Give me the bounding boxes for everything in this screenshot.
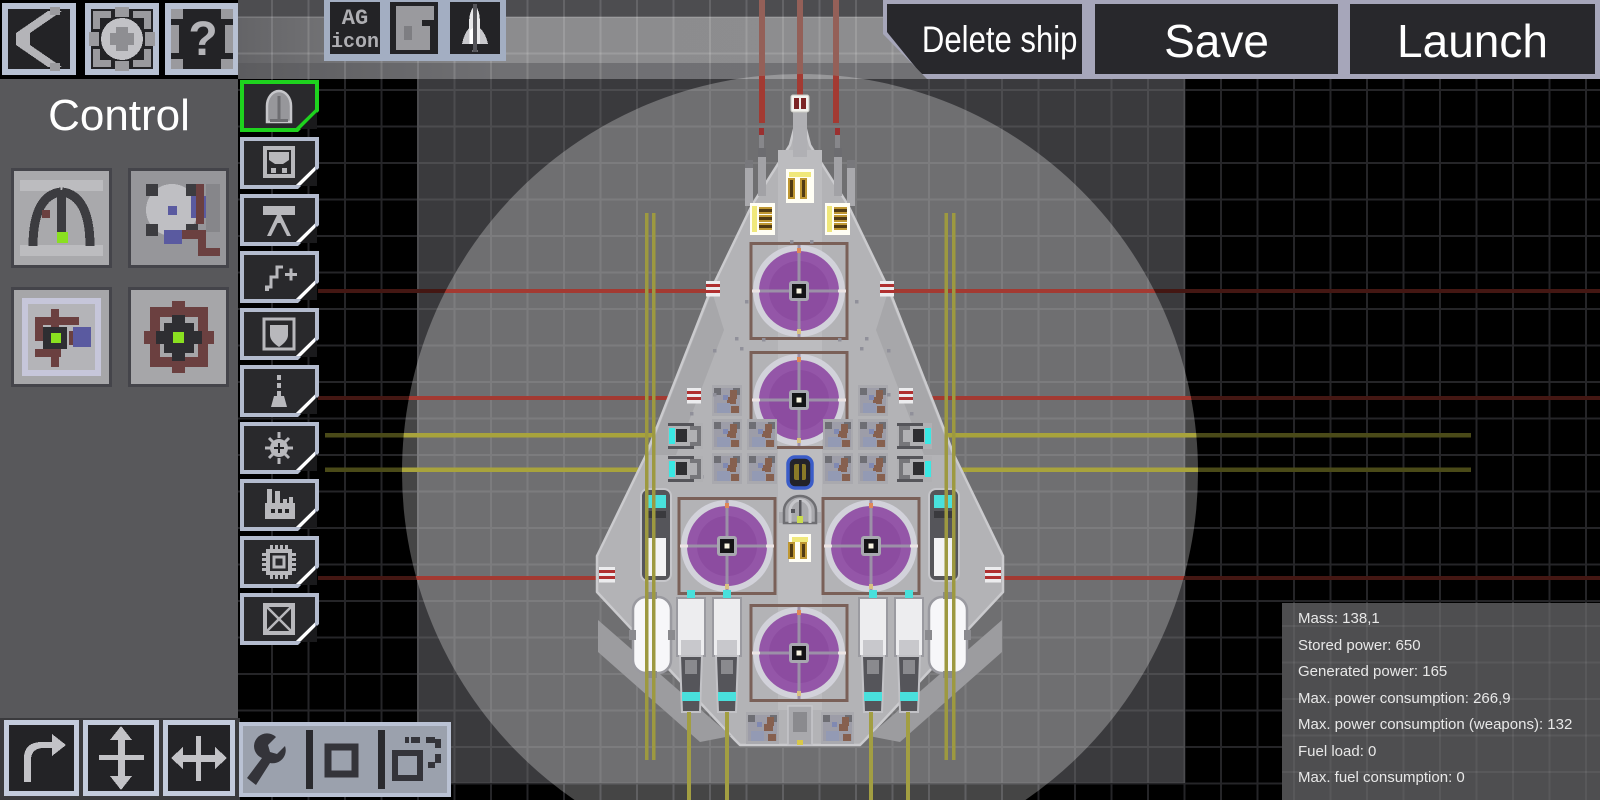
svg-text:?: ?	[188, 13, 217, 66]
svg-text:AG: AG	[342, 6, 368, 31]
svg-text:icon: icon	[331, 31, 379, 54]
